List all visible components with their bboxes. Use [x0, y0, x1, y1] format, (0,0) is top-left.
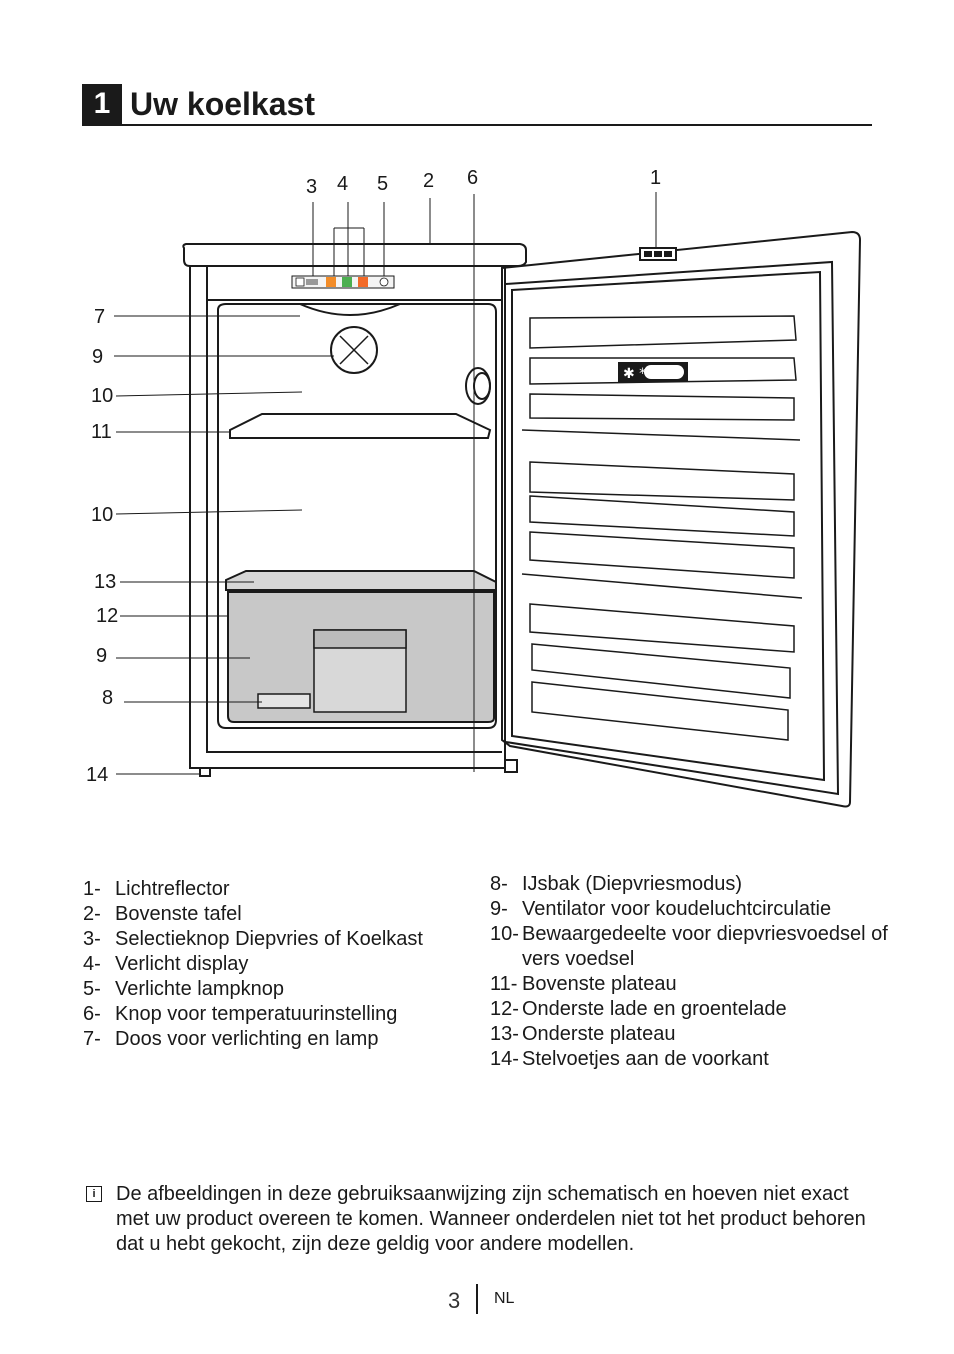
list-item: 4-Verlicht display — [83, 953, 249, 975]
callout-9b: 9 — [96, 645, 107, 667]
list-item: 10-Bewaargedeelte voor diepvriesvoedsel … — [490, 923, 888, 970]
callout-numbers-left: 7 9 10 11 10 13 12 9 8 14 — [86, 306, 118, 786]
list-item: 1-Lichtreflector — [83, 878, 230, 900]
callout-8: 8 — [102, 687, 113, 709]
info-icon: i — [86, 1186, 102, 1202]
callout-10b: 10 — [91, 504, 113, 526]
section-title: Uw koelkast — [130, 86, 315, 122]
callout-4: 4 — [337, 173, 348, 195]
vegetable-drawer — [227, 591, 495, 723]
callout-1: 1 — [650, 167, 661, 189]
list-item: 5-Verlichte lampknop — [83, 978, 284, 1000]
callout-2: 2 — [423, 170, 434, 192]
door-star-rating: ✱ *** — [618, 362, 688, 382]
list-item: 2-Bovenste tafel — [83, 903, 242, 925]
list-item: 3-Selectieknop Diepvries of Koelkast — [83, 928, 423, 950]
list-item: 6-Knop voor temperatuurinstelling — [83, 1003, 398, 1025]
parts-list-right: 8-IJsbak (Diepvriesmodus) 9-Ventilator v… — [490, 872, 902, 1072]
language-code: NL — [494, 1290, 515, 1307]
callout-13: 13 — [94, 571, 116, 593]
callout-9: 9 — [92, 346, 103, 368]
open-door — [501, 230, 862, 808]
list-item: 11-Bovenste plateau — [490, 973, 677, 995]
parts-list-left: 1-Lichtreflector 2-Bovenste tafel 3-Sele… — [83, 877, 423, 1052]
callout-numbers-top: 3 4 5 2 6 1 — [306, 167, 661, 198]
list-item: 9-Ventilator voor koudeluchtcirculatie — [490, 898, 832, 920]
note-text: De afbeeldingen in deze gebruiksaanwijzi… — [116, 1183, 866, 1255]
callout-7: 7 — [94, 306, 105, 328]
list-item: 14-Stelvoetjes aan de voorkant — [490, 1048, 769, 1070]
section-number: 1 — [82, 84, 122, 124]
footer-divider — [476, 1284, 478, 1314]
callout-14: 14 — [86, 764, 108, 786]
callout-12: 12 — [96, 605, 118, 627]
list-item: 8-IJsbak (Diepvriesmodus) — [490, 873, 743, 895]
control-panel — [291, 275, 395, 289]
list-item: 13-Onderste plateau — [490, 1023, 676, 1045]
callout-11: 11 — [91, 421, 112, 443]
callout-10: 10 — [91, 385, 113, 407]
list-item: 12-Onderste lade en groentelade — [490, 998, 787, 1020]
callout-3: 3 — [306, 176, 317, 198]
section-header: 1 Uw koelkast — [82, 84, 872, 126]
callout-6: 6 — [467, 167, 478, 189]
callout-5: 5 — [377, 173, 388, 195]
list-item: 7-Doos voor verlichting en lamp — [83, 1028, 379, 1050]
page-number: 3 — [448, 1288, 461, 1313]
door-display-text: ✱ *** — [623, 366, 660, 382]
fridge-diagram: ✱ *** 3 4 5 2 6 1 7 9 10 11 10 13 12 9 — [86, 167, 862, 808]
